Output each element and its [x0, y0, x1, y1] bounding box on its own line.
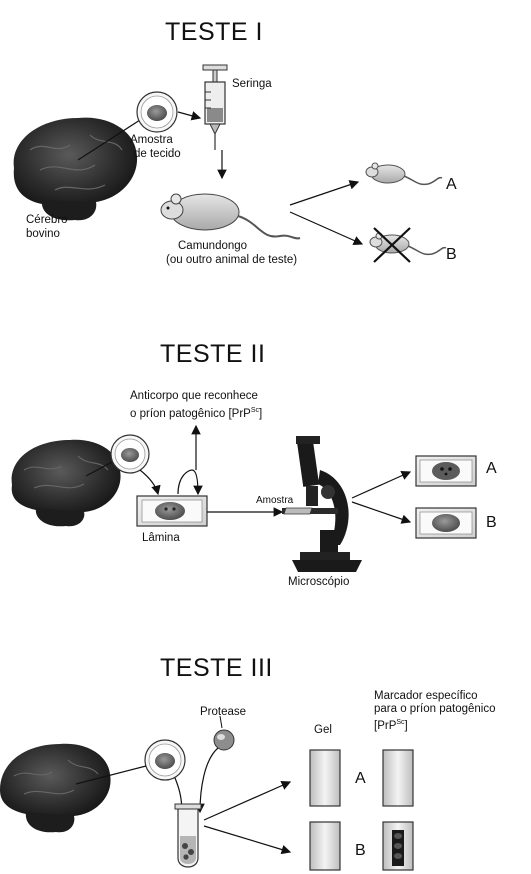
outcome-b-label: B: [486, 514, 497, 531]
slide-label: Lâmina: [142, 532, 180, 544]
antibody-label-line2: o príon patogênico [PrPSc]: [130, 407, 263, 420]
connector-line: [77, 119, 141, 161]
microscope-label: Microscópio: [288, 576, 350, 588]
arrow: [351, 471, 412, 499]
mouse-label-line2: (ou outro animal de teste): [166, 254, 298, 266]
arrow: [139, 469, 161, 496]
arrow: [177, 469, 203, 496]
test3-title: TESTE III: [160, 654, 273, 682]
gel-lane-b: [309, 821, 341, 871]
arrow: [289, 180, 360, 206]
marker-label-line3: [PrPSc]: [374, 719, 408, 732]
gel-label: Gel: [314, 724, 332, 736]
sample-label: Amostra: [256, 495, 294, 506]
brain-image-test3: [0, 743, 111, 833]
marker-label-line2: para o príon patogênico: [374, 703, 496, 715]
tissue-sample-circle: [110, 434, 150, 474]
tissue-sample-circle: [144, 739, 186, 781]
connector-line: [85, 461, 113, 477]
brain-image-test1: [13, 117, 138, 221]
arrow: [195, 747, 219, 814]
outcome-a-label: A: [355, 770, 366, 787]
healthy-mouse-icon: [365, 162, 443, 186]
result-slide-b: [415, 507, 477, 539]
antibody-label-line1: Anticorpo que reconhece: [130, 390, 258, 402]
slide-icon: [136, 495, 208, 527]
result-slide-a: [415, 455, 477, 487]
arrow: [351, 501, 412, 524]
outcome-a-label: A: [486, 460, 497, 477]
marker-lane-b: [382, 821, 414, 871]
test-tube-icon: [174, 803, 202, 868]
mouse-icon: [160, 193, 301, 240]
outcome-b-label: B: [355, 842, 366, 859]
marker-lane-a: [382, 749, 414, 807]
gel-lane-a: [309, 749, 341, 807]
mouse-label-line1: Camundongo: [178, 240, 248, 252]
test2-title: TESTE II: [160, 340, 266, 368]
outcome-b-label: B: [446, 246, 457, 263]
tissue-sample-circle: [136, 91, 178, 133]
connector-line: [75, 765, 147, 785]
brain-image-test2: [11, 439, 121, 527]
arrow: [289, 211, 364, 245]
protease-dropper-icon: [213, 715, 235, 751]
sample-label-line2: de tecido: [134, 148, 181, 160]
test1-title: TESTE I: [165, 18, 263, 46]
microscope-icon: [282, 436, 362, 572]
arrow: [177, 111, 202, 121]
brain-label-line2: bovino: [26, 228, 60, 240]
marker-label-line1: Marcador específico: [374, 690, 478, 702]
arrow: [203, 781, 292, 821]
brain-label-line1: Cérebro: [26, 214, 68, 226]
protease-label: Protease: [200, 706, 247, 718]
sample-label-line1: Amostra: [130, 134, 173, 146]
arrow: [203, 825, 292, 855]
syringe-icon: [202, 64, 228, 150]
outcome-a-label: A: [446, 176, 457, 193]
syringe-label: Seringa: [232, 78, 272, 90]
dead-mouse-icon: [369, 227, 447, 263]
